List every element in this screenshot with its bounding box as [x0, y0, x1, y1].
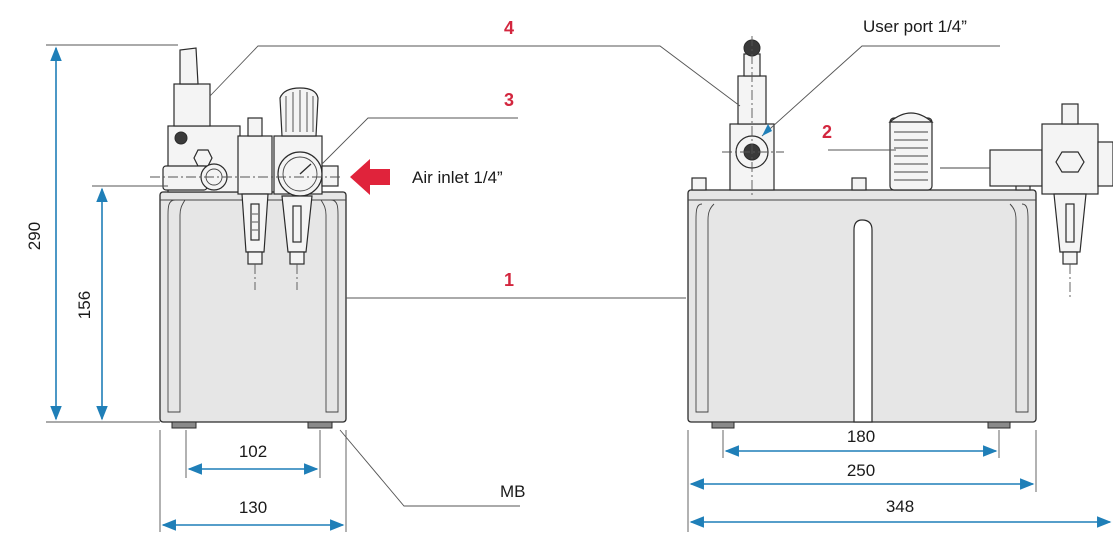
filter-head — [237, 135, 273, 195]
front-manifold — [989, 149, 1043, 187]
front-tank-rib-left — [695, 203, 715, 413]
mb-label: MB — [500, 482, 526, 501]
side-tank-rib-left — [167, 199, 186, 413]
callout-1: 1 — [504, 270, 514, 290]
callout-2: 2 — [822, 122, 832, 142]
leader-4 — [209, 45, 741, 107]
side-view — [150, 47, 390, 429]
level-window — [853, 219, 873, 423]
labels: Air inlet 1/4” User port 1/4” MB — [412, 17, 967, 501]
air-inlet-arrow — [350, 159, 390, 195]
front-tank-rib-right — [1009, 203, 1029, 413]
filler-cap — [889, 117, 933, 191]
dimension-lines — [46, 44, 1112, 532]
side-foot-left — [171, 421, 197, 429]
dim-250: 250 — [847, 461, 875, 480]
dim-130: 130 — [239, 498, 267, 517]
leader-user-port — [761, 45, 1000, 137]
solenoid-valve — [173, 83, 211, 127]
callout-3: 3 — [504, 90, 514, 110]
pump-block-port — [174, 131, 188, 145]
side-foot-right — [307, 421, 333, 429]
callout-numbers: 4 3 1 2 — [504, 18, 832, 290]
gauge-needle — [299, 163, 312, 175]
front-foot-right — [987, 421, 1011, 429]
dim-156: 156 — [75, 291, 94, 319]
dimension-texts: 290 156 102 130 180 250 348 — [25, 222, 914, 517]
callout-4: 4 — [504, 18, 514, 38]
dim-290: 290 — [25, 222, 44, 250]
dim-180: 180 — [847, 427, 875, 446]
leader-lines — [209, 45, 1000, 507]
dim-102: 102 — [239, 442, 267, 461]
leader-mb — [339, 429, 520, 507]
front-foot-left — [711, 421, 735, 429]
air-inlet-label: Air inlet 1/4” — [412, 168, 503, 187]
dim-348: 348 — [886, 497, 914, 516]
front-view — [687, 36, 1113, 429]
regulator-knob — [279, 87, 319, 137]
leader-3 — [321, 117, 518, 165]
solenoid-connector — [179, 47, 199, 85]
user-port-label: User port 1/4” — [863, 17, 967, 36]
side-tank-rib-right — [320, 199, 339, 413]
